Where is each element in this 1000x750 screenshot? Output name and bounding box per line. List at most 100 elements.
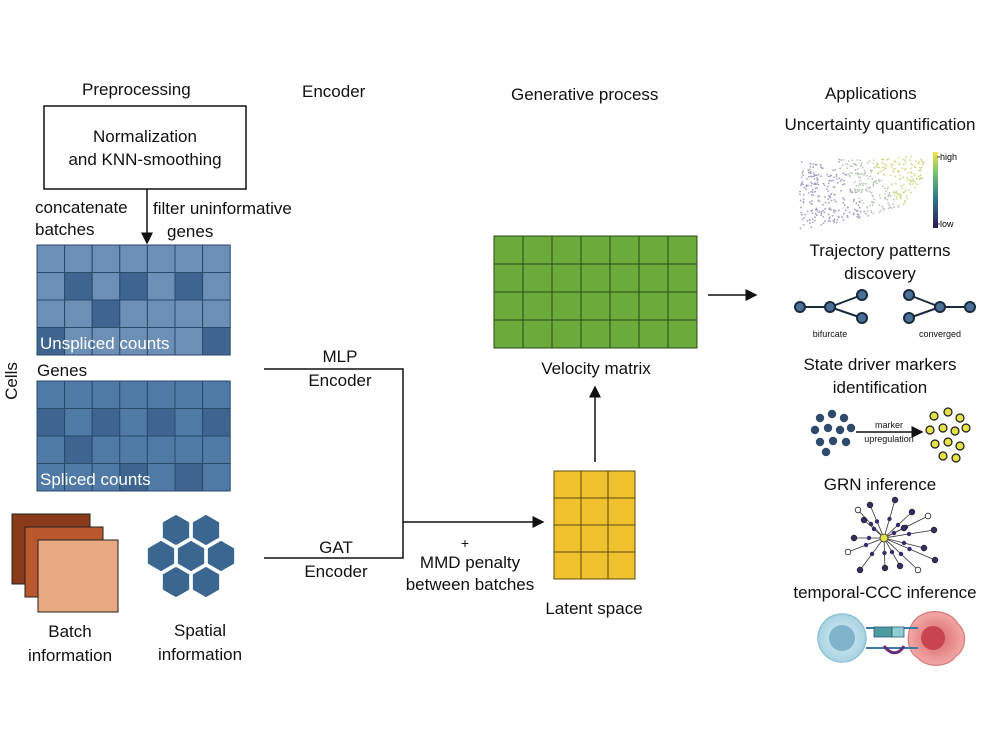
uncertainty-point: [914, 166, 917, 169]
unspliced-cell: [36, 244, 66, 273]
yellow-cell: [943, 407, 953, 417]
spatial-hexagon: [176, 539, 206, 573]
uncertainty-point: [892, 198, 895, 201]
uncertainty-point: [860, 191, 863, 194]
uncertainty-point: [900, 184, 903, 187]
uncertainty-point: [899, 163, 901, 165]
trajectory-discovery-title: discovery: [844, 264, 916, 283]
uncertainty-point: [902, 203, 905, 206]
uncertainty-point: [858, 197, 861, 200]
uncertainty-point: [828, 194, 830, 197]
unspliced-cell: [119, 272, 148, 301]
spliced-cell: [36, 463, 66, 492]
uncertainty-point: [802, 198, 805, 201]
uncertainty-point: [845, 173, 848, 176]
uncertainty-point: [842, 197, 844, 200]
spatial-hexagon: [161, 565, 191, 599]
yellow-cell: [955, 413, 965, 423]
uncertainty-point: [846, 206, 849, 209]
uncertainty-point: [876, 162, 878, 165]
grn-node: [891, 530, 897, 536]
velocity-cell: [551, 235, 582, 265]
latent-cell: [607, 524, 636, 553]
uncertainty-point: [858, 206, 861, 209]
uncertainty-point: [830, 208, 832, 211]
uncertainty-point: [808, 219, 811, 222]
uncertainty-point: [863, 210, 866, 213]
unspliced-cell: [119, 327, 148, 356]
velocity-cell: [551, 263, 582, 293]
uncertainty-point: [888, 191, 891, 194]
uncertainty-point: [858, 188, 861, 191]
uncertainty-point: [814, 216, 816, 219]
uncertainty-point: [828, 216, 831, 219]
uncertainty-point: [799, 190, 801, 193]
unspliced-cell: [36, 299, 66, 328]
unspliced-cell: [174, 327, 204, 356]
unspliced-cell: [174, 272, 204, 301]
grn-hub-node: [879, 533, 889, 543]
unspliced-cell: [64, 299, 93, 328]
spliced-cell: [64, 408, 93, 437]
uncertainty-point: [875, 179, 878, 182]
uncertainty-point: [802, 224, 805, 226]
batch-information-label: information: [27, 646, 113, 665]
uncertainty-point: [887, 186, 889, 189]
grn-network-icon: [844, 496, 939, 574]
spliced-cell: [119, 380, 148, 409]
uncertainty-point: [921, 160, 924, 163]
uncertainty-point: [814, 190, 816, 193]
uncertainty-point: [857, 176, 860, 178]
gat-encoder-label: Encoder: [304, 562, 368, 581]
uncertainty-point: [904, 161, 907, 164]
uncertainty-point: [909, 155, 912, 158]
uncertainty-point: [883, 174, 886, 176]
uncertainty-point: [806, 219, 809, 222]
latent-space-grid: [553, 470, 636, 580]
uncertainty-point: [902, 158, 905, 161]
uncertainty-point: [809, 162, 812, 165]
uncertainty-point: [883, 187, 886, 190]
uncertainty-point: [836, 181, 839, 184]
spliced-cell: [91, 380, 121, 409]
uncertainty-point: [895, 197, 898, 200]
uncertainty-point: [827, 190, 830, 192]
uncertainty-point: [807, 192, 810, 194]
latent-cell: [553, 497, 582, 526]
uncertainty-point: [909, 159, 911, 162]
uncertainty-point: [916, 183, 919, 186]
uncertainty-point: [849, 172, 852, 174]
uncertainty-point: [909, 181, 912, 183]
uncertainty-point: [817, 199, 820, 202]
uncertainty-point: [799, 227, 802, 230]
batch-label: Batch: [48, 622, 92, 641]
uncertainty-point: [919, 166, 921, 169]
uncertainty-point: [910, 175, 913, 178]
uncertainty-point: [904, 199, 906, 202]
uncertainty-point: [817, 183, 820, 186]
uncertainty-point: [854, 208, 856, 211]
uncertainty-point: [833, 199, 836, 201]
uncertainty-point: [881, 205, 884, 208]
uncertainty-point: [878, 194, 881, 197]
uncertainty-point: [842, 212, 845, 215]
velocity-cell: [667, 291, 698, 321]
velocity-cell: [522, 319, 553, 349]
uncertainty-point: [891, 183, 893, 186]
uncertainty-point: [883, 163, 886, 166]
uncertainty-point: [906, 179, 909, 182]
uncertainty-point: [800, 176, 803, 179]
uncertainty-point: [874, 180, 876, 183]
spliced-cell: [174, 380, 204, 409]
uncertainty-point: [818, 211, 821, 214]
uncertainty-point: [892, 168, 894, 171]
grn-node: [931, 556, 939, 564]
uncertainty-point: [863, 169, 866, 172]
grn-node: [920, 544, 928, 552]
uncertainty-point: [893, 194, 896, 196]
uncertainty-point: [852, 162, 855, 165]
uncertainty-point: [923, 161, 925, 164]
uncertainty-point: [824, 196, 826, 198]
yellow-cell: [950, 426, 960, 436]
